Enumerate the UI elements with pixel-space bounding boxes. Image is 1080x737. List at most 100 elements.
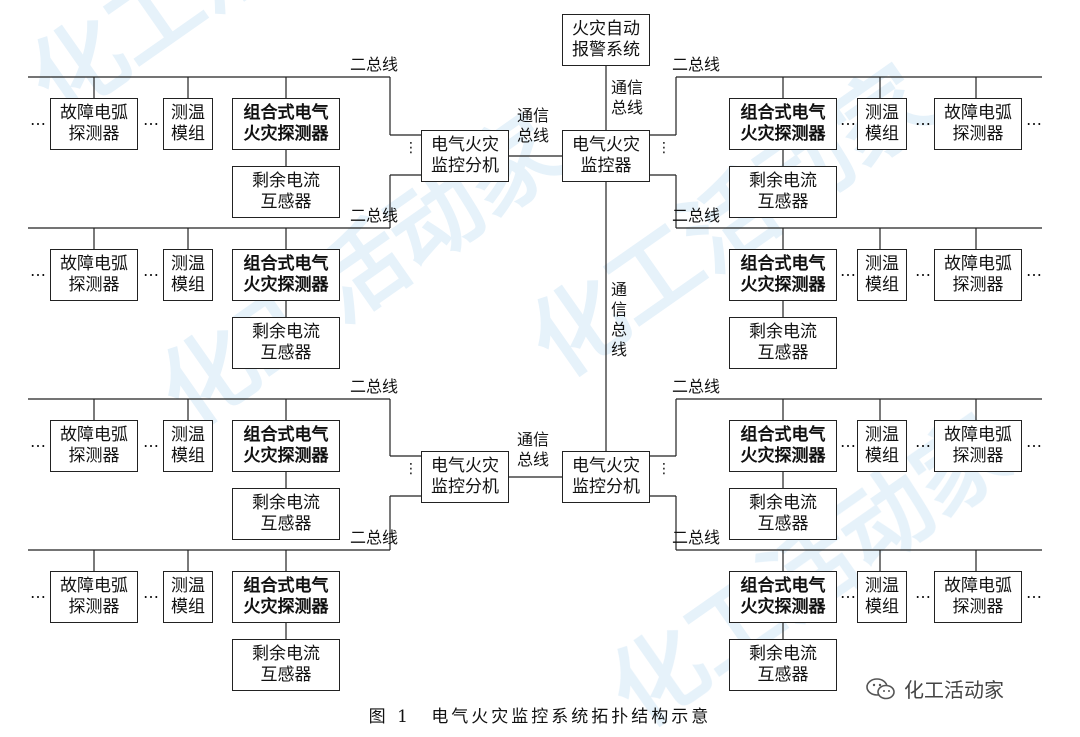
box-label: 探测器 xyxy=(952,275,1004,295)
residual-current-transformer-box: 剩余电流互感器 xyxy=(232,317,340,369)
box-label: 互感器 xyxy=(260,665,312,685)
box-label: 剩余电流 xyxy=(252,171,320,191)
box-label: 监控分机 xyxy=(572,477,640,497)
fire-alarm-system-box: 火灾自动 报警系统 xyxy=(562,14,650,66)
box-label: 故障电弧 xyxy=(60,103,128,123)
ellipsis: … xyxy=(840,583,856,602)
label-line: 通信 xyxy=(517,106,550,125)
box-label: 火灾自动 xyxy=(572,19,640,39)
comm-bus-label: 通信 总线 xyxy=(517,106,549,146)
box-label: 测温 xyxy=(171,103,205,123)
box-label: 监控器 xyxy=(580,156,632,176)
comm-bus-vertical-label: 通 信 总 线 xyxy=(611,280,627,360)
figure-caption: 图 1 电气火灾监控系统拓扑结构示意 xyxy=(0,702,1080,727)
brand-watermark: 化工活动家 xyxy=(866,674,1004,703)
residual-current-transformer-box: 剩余电流互感器 xyxy=(729,488,837,540)
box-label: 模组 xyxy=(171,124,205,144)
box-label: 测温 xyxy=(171,576,205,596)
vertical-ellipsis: ⋮ xyxy=(404,140,418,156)
ellipsis: … xyxy=(915,110,931,129)
two-bus-label: 二总线 xyxy=(350,377,399,396)
box-label: 报警系统 xyxy=(572,40,640,60)
box-label: 火灾探测器 xyxy=(243,275,329,295)
arc-detector-box: 故障电弧探测器 xyxy=(50,420,138,472)
temp-module-box: 测温模组 xyxy=(163,571,213,623)
two-bus-label: 二总线 xyxy=(672,55,721,74)
box-label: 模组 xyxy=(171,446,205,466)
box-label: 探测器 xyxy=(952,597,1004,617)
box-label: 电气火灾 xyxy=(431,135,499,155)
arc-detector-box: 故障电弧探测器 xyxy=(934,571,1022,623)
box-label: 故障电弧 xyxy=(944,576,1012,596)
temp-module-box: 测温模组 xyxy=(857,249,907,301)
box-label: 电气火灾 xyxy=(431,456,499,476)
box-label: 测温 xyxy=(865,576,899,596)
box-label: 剩余电流 xyxy=(749,322,817,342)
box-label: 测温 xyxy=(865,425,899,445)
residual-current-transformer-box: 剩余电流互感器 xyxy=(232,166,340,218)
box-label: 故障电弧 xyxy=(60,254,128,274)
box-label: 互感器 xyxy=(260,343,312,363)
box-label: 故障电弧 xyxy=(944,103,1012,123)
box-label: 剩余电流 xyxy=(252,322,320,342)
residual-current-transformer-box: 剩余电流互感器 xyxy=(232,639,340,691)
box-label: 剩余电流 xyxy=(749,493,817,513)
label-line: 总线 xyxy=(517,450,550,469)
box-label: 组合式电气 xyxy=(740,103,826,123)
arc-detector-box: 故障电弧探测器 xyxy=(934,420,1022,472)
box-label: 模组 xyxy=(171,597,205,617)
figure-number: 图 1 xyxy=(368,707,411,727)
box-label: 探测器 xyxy=(952,124,1004,144)
box-label: 互感器 xyxy=(757,343,809,363)
box-label: 探测器 xyxy=(68,597,120,617)
box-label: 模组 xyxy=(171,275,205,295)
box-label: 探测器 xyxy=(952,446,1004,466)
box-label: 模组 xyxy=(865,124,899,144)
arc-detector-box: 故障电弧探测器 xyxy=(50,249,138,301)
figure-title: 电气火灾监控系统拓扑结构示意 xyxy=(431,707,712,727)
ellipsis: … xyxy=(30,261,46,280)
ellipsis: … xyxy=(1026,261,1042,280)
arc-detector-box: 故障电弧探测器 xyxy=(934,98,1022,150)
box-label: 测温 xyxy=(865,103,899,123)
monitor-main-box: 电气火灾 监控器 xyxy=(562,130,650,182)
monitor-branch-box: 电气火灾 监控分机 xyxy=(421,451,509,503)
vertical-ellipsis: ⋮ xyxy=(657,140,671,156)
vertical-ellipsis: ⋮ xyxy=(657,461,671,477)
box-label: 剩余电流 xyxy=(252,644,320,664)
box-label: 火灾探测器 xyxy=(243,597,329,617)
combo-detector-box: 组合式电气火灾探测器 xyxy=(232,420,340,472)
ellipsis: … xyxy=(1026,110,1042,129)
box-label: 监控分机 xyxy=(431,156,499,176)
label-line: 线 xyxy=(611,340,628,359)
label-line: 信 xyxy=(611,300,628,319)
two-bus-label: 二总线 xyxy=(350,55,399,74)
box-label: 探测器 xyxy=(68,275,120,295)
box-label: 火灾探测器 xyxy=(243,446,329,466)
ellipsis: … xyxy=(30,432,46,451)
two-bus-label: 二总线 xyxy=(672,377,721,396)
box-label: 组合式电气 xyxy=(740,254,826,274)
box-label: 火灾探测器 xyxy=(740,124,826,144)
box-label: 测温 xyxy=(171,425,205,445)
box-label: 互感器 xyxy=(757,665,809,685)
ellipsis: … xyxy=(915,261,931,280)
temp-module-box: 测温模组 xyxy=(163,249,213,301)
ellipsis: … xyxy=(30,110,46,129)
label-line: 总 xyxy=(611,320,628,339)
vertical-ellipsis: ⋮ xyxy=(404,461,418,477)
box-label: 火灾探测器 xyxy=(243,124,329,144)
box-label: 互感器 xyxy=(757,192,809,212)
box-label: 剩余电流 xyxy=(749,644,817,664)
box-label: 火灾探测器 xyxy=(740,597,826,617)
combo-detector-box: 组合式电气火灾探测器 xyxy=(232,571,340,623)
box-label: 模组 xyxy=(865,275,899,295)
temp-module-box: 测温模组 xyxy=(857,98,907,150)
box-label: 剩余电流 xyxy=(749,171,817,191)
combo-detector-box: 组合式电气火灾探测器 xyxy=(729,249,837,301)
box-label: 组合式电气 xyxy=(243,103,329,123)
monitor-branch-box: 电气火灾 监控分机 xyxy=(421,130,509,182)
comm-bus-label: 通信 总线 xyxy=(611,78,643,118)
temp-module-box: 测温模组 xyxy=(163,98,213,150)
combo-detector-box: 组合式电气火灾探测器 xyxy=(729,420,837,472)
